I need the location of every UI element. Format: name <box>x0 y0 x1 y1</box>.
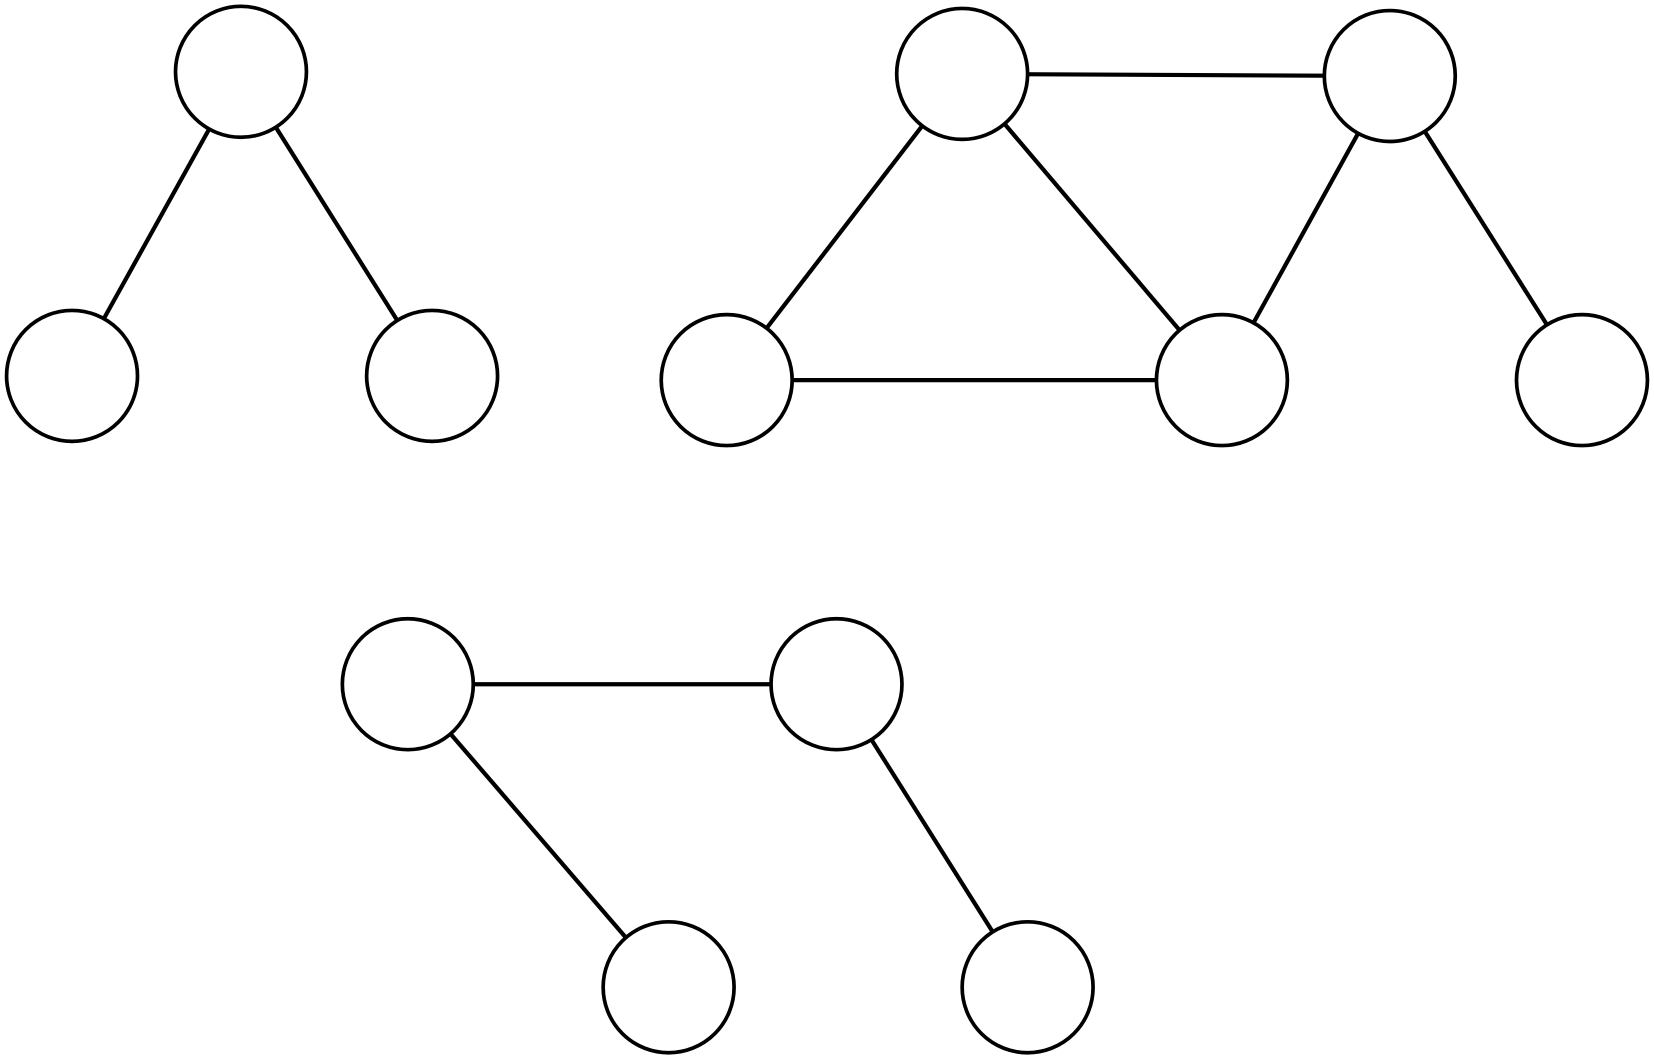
graph-2 <box>659 6 1650 448</box>
edge <box>962 71 1390 79</box>
node <box>1154 312 1290 448</box>
node <box>769 616 904 752</box>
graph-1 <box>4 4 500 444</box>
graph-3 <box>340 616 1095 1055</box>
node <box>601 919 736 1055</box>
node <box>4 308 140 444</box>
node <box>659 312 795 448</box>
node <box>364 308 500 444</box>
node <box>894 6 1030 142</box>
node <box>1514 312 1650 448</box>
node <box>173 4 309 140</box>
node <box>340 616 476 752</box>
node <box>960 919 1095 1055</box>
node <box>1322 8 1458 144</box>
